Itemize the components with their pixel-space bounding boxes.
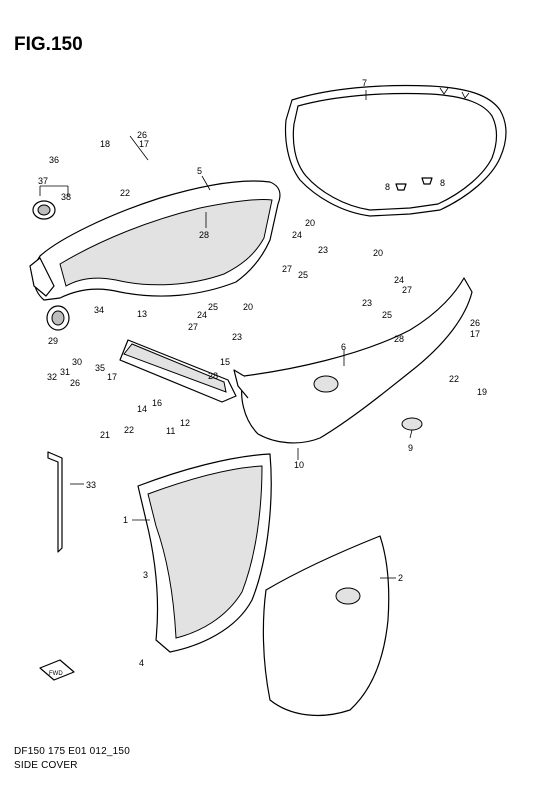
callout-label: 36: [49, 155, 59, 165]
callout-label: 28: [199, 230, 209, 240]
callout-label: 28: [208, 371, 218, 381]
callout-label: 38: [61, 192, 71, 202]
figure-title: FIG.150: [14, 34, 83, 55]
figure-code: DF150 175 E01 012_150: [14, 746, 130, 757]
callout-label: 35: [95, 363, 105, 373]
callout-label: 12: [180, 418, 190, 428]
callout-label: 33: [86, 480, 96, 490]
callout-label: 14: [137, 404, 147, 414]
callout-label: 31: [60, 367, 70, 377]
rear-cover-6: [233, 277, 473, 444]
fwd-arrow-icon: FWD: [39, 659, 75, 681]
callout-label: 20: [373, 248, 383, 258]
lower-cover-1: [137, 453, 272, 653]
callout-label: 27: [188, 322, 198, 332]
callout-label: 26: [70, 378, 80, 388]
callout-label: 17: [470, 329, 480, 339]
callout-label: 25: [208, 302, 218, 312]
callout-label: 26: [470, 318, 480, 328]
callout-label: 9: [408, 443, 413, 453]
callout-label: 1: [123, 515, 128, 525]
callout-label: 11: [166, 426, 175, 436]
callout-label: 29: [48, 336, 58, 346]
callout-label: 8: [440, 178, 445, 188]
seal-7: [284, 84, 507, 217]
callout-label: 24: [292, 230, 302, 240]
callout-label: 20: [243, 302, 253, 312]
callout-label: 32: [47, 372, 57, 382]
callout-label: 19: [477, 387, 487, 397]
callout-label: 6: [341, 342, 346, 352]
callout-label: 25: [382, 310, 392, 320]
callout-label: 10: [294, 460, 304, 470]
upper-cover-5: [29, 180, 281, 301]
callout-label: 3: [143, 570, 148, 580]
callout-label: 7: [362, 78, 367, 88]
callout-label: 23: [232, 332, 242, 342]
callout-label: 30: [72, 357, 82, 367]
callout-label: 27: [282, 264, 292, 274]
plug-29: [46, 305, 70, 331]
callout-label: 24: [197, 310, 207, 320]
callout-label: 26: [137, 130, 147, 140]
callout-label: 25: [298, 270, 308, 280]
callout-label: 5: [197, 166, 202, 176]
connector-36: [32, 185, 69, 220]
plug-9: [401, 417, 423, 431]
callout-label: 20: [305, 218, 315, 228]
lower-cover-2: [262, 535, 390, 717]
figure-caption: SIDE COVER: [14, 760, 78, 771]
bracket-13: [119, 339, 237, 403]
callout-label: 17: [139, 139, 149, 149]
callout-label: 37: [38, 176, 48, 186]
callout-label: 17: [107, 372, 117, 382]
leader-lines: [70, 90, 413, 579]
callout-label: 21: [100, 430, 110, 440]
callout-label: 8: [385, 182, 390, 192]
callout-label: 15: [220, 357, 230, 367]
callout-label: 27: [402, 285, 412, 295]
callout-label: 28: [394, 334, 404, 344]
callout-label: 13: [137, 309, 147, 319]
grommet-8: [395, 177, 433, 191]
callout-label: 18: [100, 139, 110, 149]
strap-33: [47, 451, 63, 553]
callout-label: 16: [152, 398, 162, 408]
callout-label: 23: [318, 245, 328, 255]
callout-label: 22: [124, 425, 134, 435]
callout-label: 23: [362, 298, 372, 308]
callout-label: 22: [120, 188, 130, 198]
callout-label: 24: [394, 275, 404, 285]
svg-text:FWD: FWD: [49, 671, 63, 677]
callout-label: 2: [398, 573, 403, 583]
callout-label: 4: [139, 658, 144, 668]
callout-label: 34: [94, 305, 104, 315]
callout-label: 22: [449, 374, 459, 384]
